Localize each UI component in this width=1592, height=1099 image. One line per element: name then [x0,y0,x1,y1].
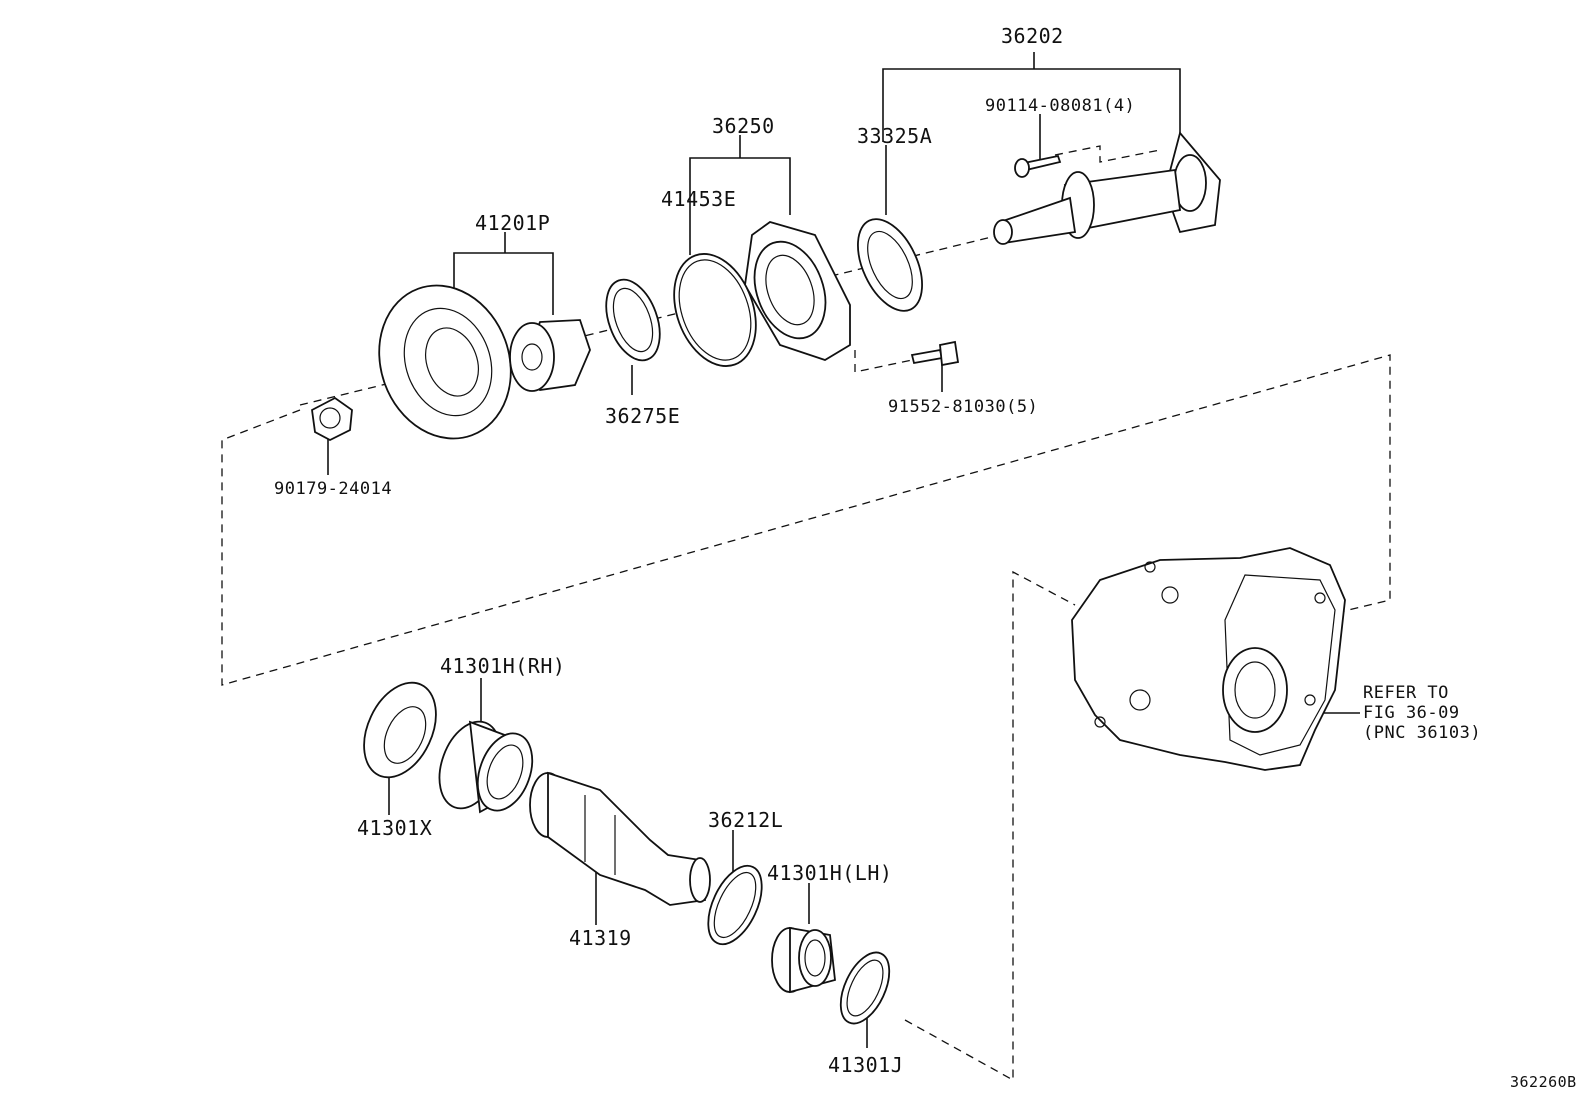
gear-set-41201P [378,284,591,440]
shaft-41319 [529,771,711,906]
label-41301X: 41301X [357,816,433,840]
label-36275E: 36275E [605,404,681,428]
oring-41453E [673,253,757,367]
refer-note-line-1: REFER TO [1363,683,1449,703]
refer-note: REFER TO FIG 36-09 (PNC 36103) [1363,683,1481,743]
washer-41301X [363,681,437,779]
bearing-41301H-LH [771,926,836,994]
label-41301J: 41301J [828,1053,904,1077]
label-33325A: 33325A [857,124,933,148]
diagram-id: 362260B [1510,1073,1577,1091]
label-41319: 41319 [569,926,632,950]
label-41301H-LH: 41301H(LH) [767,861,893,885]
bolt-91552 [910,340,960,367]
nut-90179 [311,396,353,442]
washer-36275E [605,278,661,362]
refer-note-line-2: FIG 36-09 [1363,703,1460,723]
label-41301H-RH: 41301H(RH) [440,654,566,678]
refer-note-line-3: (PNC 36103) [1363,723,1482,743]
bearing-41301H-RH [438,720,534,814]
bolt-90114 [1014,154,1062,178]
shaft-36202 [993,131,1221,245]
label-36250: 36250 [712,114,775,138]
label-36212L: 36212L [708,808,784,832]
assembly-dash-lines [221,145,1391,1082]
label-91552-81030: 91552-81030(5) [888,397,1039,417]
housing-36250 [744,221,851,361]
label-90114-08081: 90114-08081(4) [985,96,1136,116]
snap-ring-36212L [707,864,763,946]
label-41453E: 41453E [661,187,737,211]
label-36202: 36202 [1001,24,1064,48]
shim-41301J [839,951,891,1025]
label-41201P: 41201P [475,211,551,235]
label-90179-24014: 90179-24014 [274,479,393,499]
transfer-housing [1071,547,1346,771]
seal-33325A [857,218,923,312]
